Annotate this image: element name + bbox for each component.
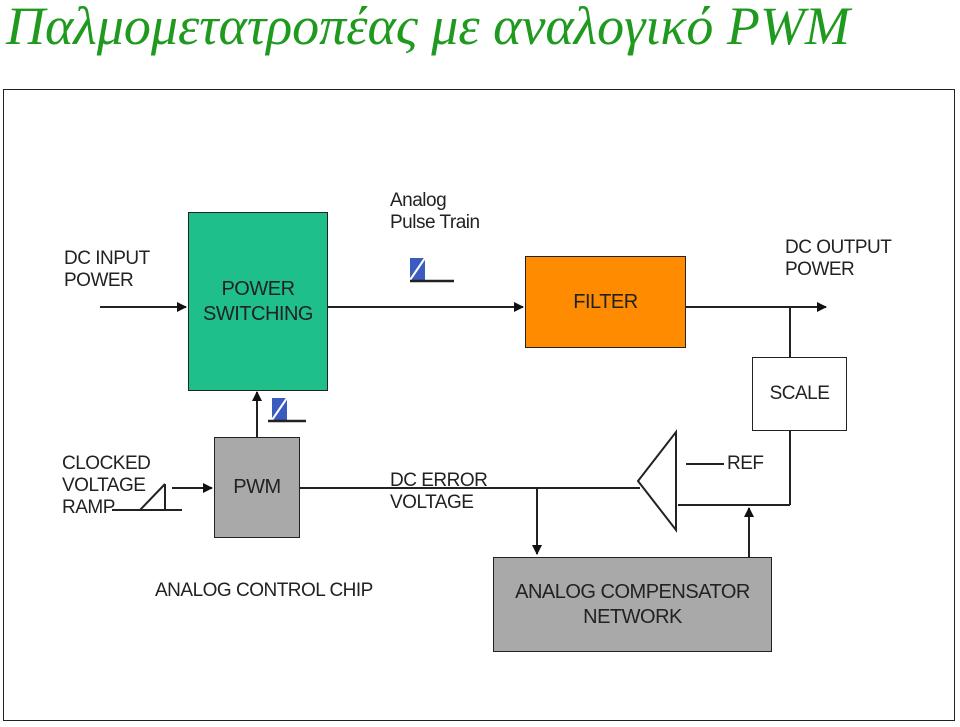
pwm-label: PWM (233, 476, 281, 498)
control-chip-label: ANALOG CONTROL CHIP (155, 580, 373, 601)
dc-output-label: DC OUTPUT POWER (785, 237, 892, 280)
pwm-pulse-symbol (268, 397, 306, 423)
compensator-block: ANALOG COMPENSATOR NETWORK (493, 557, 772, 652)
filter-block: FILTER (525, 256, 686, 348)
diagram-frame (3, 89, 955, 721)
power-switching-block: POWER SWITCHING (188, 212, 328, 391)
power-switching-label: POWER SWITCHING (203, 277, 313, 325)
dc-input-label: DC INPUT POWER (64, 248, 150, 291)
page-title: Παλμομετατροπέας με αναλογικό PWM (6, 0, 850, 56)
pulse-train-label: Analog Pulse Train (390, 190, 480, 233)
filter-label: FILTER (573, 290, 638, 313)
scale-block: SCALE (752, 357, 847, 431)
pulse-symbol (409, 257, 454, 283)
pwm-block: PWM (214, 437, 300, 538)
ref-label: REF (727, 453, 764, 474)
ramp-label: CLOCKED VOLTAGE RAMP (62, 453, 151, 518)
compensator-label: ANALOG COMPENSATOR NETWORK (515, 580, 750, 628)
comparator-symbol (636, 429, 677, 533)
scale-label: SCALE (769, 383, 830, 405)
dc-error-label: DC ERROR VOLTAGE (390, 470, 488, 513)
